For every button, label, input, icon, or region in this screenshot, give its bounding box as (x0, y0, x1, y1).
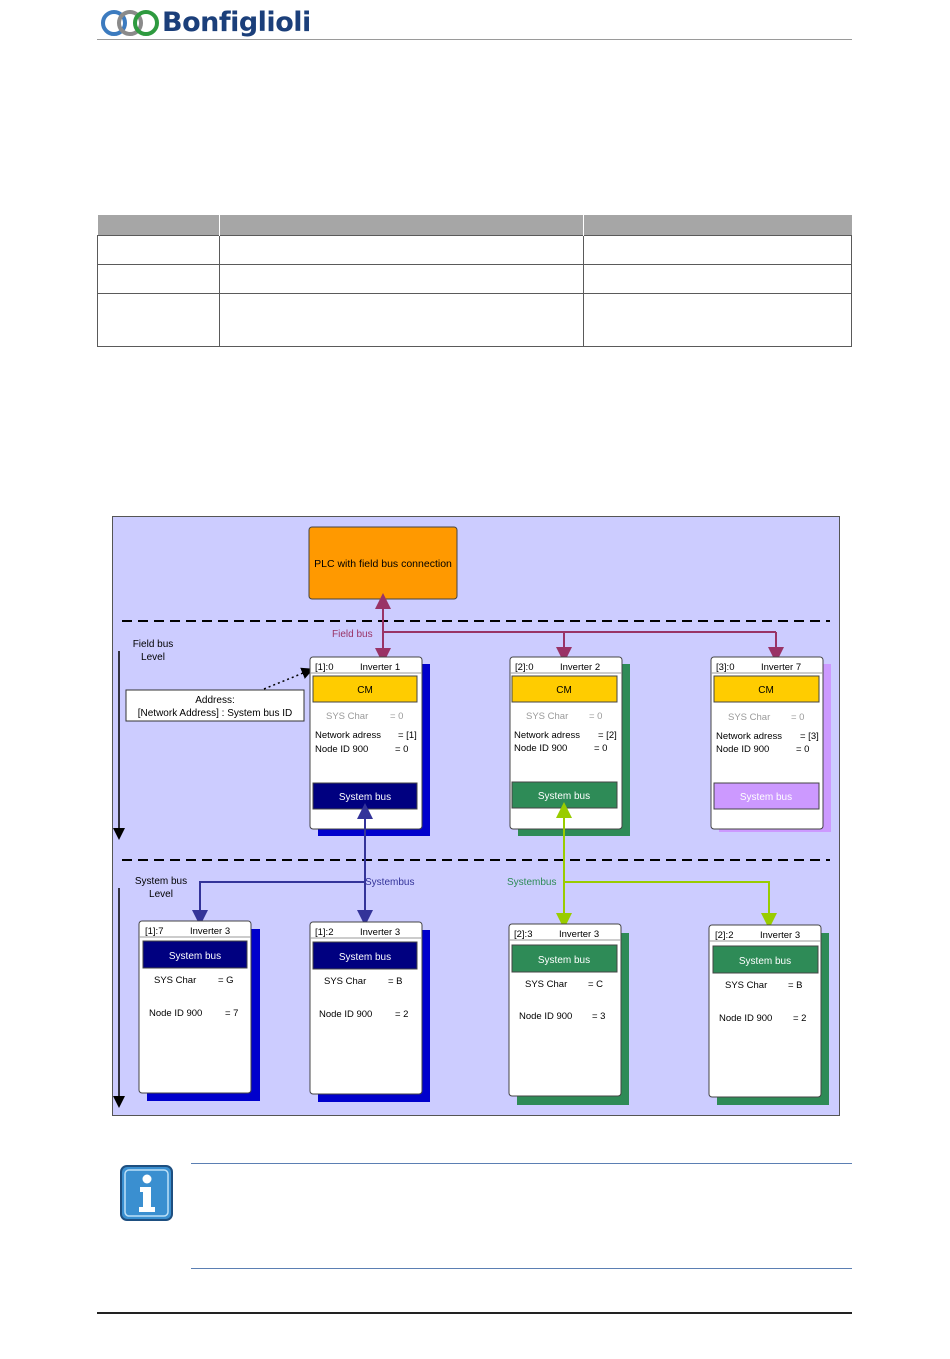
inverter-address: [2]:0 (515, 662, 534, 673)
system-bus-module (712, 945, 819, 974)
systembus-line-green (564, 881, 777, 929)
node-id-label: Node ID 900 (519, 1011, 572, 1022)
sys-char-value: = G (218, 975, 234, 986)
sys-char-label: SYS Char (326, 711, 368, 722)
note-top-rule (191, 1163, 852, 1164)
cm-label: CM (758, 685, 774, 696)
node-id-value: = 0 (395, 744, 408, 755)
inverter-name: Inverter 3 (190, 926, 230, 937)
sys-char-label: SYS Char (725, 980, 767, 991)
system-bus-module-label: System bus (339, 952, 391, 963)
parameter-table (97, 215, 852, 347)
sys-char-label: SYS Char (324, 976, 366, 987)
node-id-value: = 0 (594, 743, 607, 754)
sys-char-label: SYS Char (728, 712, 770, 723)
header-rule (97, 39, 852, 40)
sys-char-value: = 0 (589, 711, 602, 722)
network-address-label: Network adress (716, 731, 782, 742)
table-header-row (97, 215, 852, 236)
node-id-value: = 2 (793, 1013, 806, 1024)
cm-module (713, 675, 820, 703)
sys-char-value: = 0 (791, 712, 804, 723)
network-address-label: Network adress (315, 730, 381, 741)
node-id-value: = 3 (592, 1011, 605, 1022)
address-callout (125, 689, 305, 722)
brand-mark-icon (101, 10, 159, 36)
system-bus-module-label: System bus (339, 792, 391, 803)
inverter-name: Inverter 1 (360, 662, 400, 673)
node-id-label: Node ID 900 (315, 744, 368, 755)
network-address-value: = [3] (800, 731, 819, 742)
node-id-label: Node ID 900 (149, 1008, 202, 1019)
inverter-address: [1]:0 (315, 662, 334, 673)
system-bus-module (142, 940, 248, 969)
table-row (97, 264, 852, 294)
brand-logo: Bonfiglioli (100, 6, 360, 40)
sys-char-value: = B (388, 976, 403, 987)
field-bus-level-label: Level (141, 652, 165, 663)
cm-module (511, 675, 618, 703)
node-id-label: Node ID 900 (514, 743, 567, 754)
sys-char-label: SYS Char (526, 711, 568, 722)
network-address-value: = [1] (398, 730, 417, 741)
sys-char-value: = C (588, 979, 603, 990)
system-bus-module (312, 941, 418, 970)
node-id-value: = 2 (395, 1009, 408, 1020)
inverter-address: [2]:3 (514, 929, 533, 940)
sys-char-label: SYS Char (525, 979, 567, 990)
cm-label: CM (556, 685, 572, 696)
system-bus-module (713, 782, 820, 810)
sys-char-value: = 0 (390, 711, 403, 722)
inverter-address: [1]:7 (145, 926, 164, 937)
system-bus-level-label: Level (149, 889, 173, 900)
system-bus-module (511, 944, 618, 973)
address-callout-line: Address: (195, 695, 234, 706)
inverter-address: [2]:2 (715, 930, 734, 941)
inverter-name: Inverter 7 (761, 662, 801, 673)
plc-label: PLC with field bus connection (314, 558, 452, 570)
network-address-value: = [2] (598, 730, 617, 741)
system-bus-module-label: System bus (169, 951, 221, 962)
system-bus-module-label: System bus (739, 956, 791, 967)
inverter-name: Inverter 2 (560, 662, 600, 673)
inverter-name: Inverter 3 (559, 929, 599, 940)
field-bus-label: Field bus (332, 629, 373, 640)
cm-module (312, 675, 418, 703)
network-diagram: PLC with field bus connection Field bus … (112, 516, 840, 1116)
note-bottom-rule (191, 1268, 852, 1269)
table-row (97, 293, 852, 347)
sys-char-label: SYS Char (154, 975, 196, 986)
systembus-label-green: Systembus (507, 877, 556, 888)
table-row (97, 235, 852, 265)
inverter-address: [3]:0 (716, 662, 735, 673)
footer-rule (97, 1312, 852, 1314)
cm-label: CM (357, 685, 373, 696)
sys-char-value: = B (788, 980, 803, 991)
node-id-label: Node ID 900 (719, 1013, 772, 1024)
system-bus-module-label: System bus (538, 955, 590, 966)
systembus-line-blue (192, 881, 365, 926)
system-bus-level-label: System bus (135, 876, 187, 887)
systembus-label-blue: Systembus (365, 877, 414, 888)
inverter-name: Inverter 3 (760, 930, 800, 941)
node-id-label: Node ID 900 (716, 744, 769, 755)
node-id-value: = 0 (796, 744, 809, 755)
address-callout-line: [Network Address] : System bus ID (138, 708, 293, 719)
node-id-label: Node ID 900 (319, 1009, 372, 1020)
info-icon (120, 1165, 173, 1221)
field-bus-level-label: Field bus (133, 639, 174, 650)
network-address-label: Network adress (514, 730, 580, 741)
node-id-value: = 7 (225, 1008, 238, 1019)
inverter-address: [1]:2 (315, 927, 334, 938)
inverter-name: Inverter 3 (360, 927, 400, 938)
system-bus-module-label: System bus (538, 791, 590, 802)
brand-name: Bonfiglioli (162, 7, 311, 38)
system-bus-module-label: System bus (740, 792, 792, 803)
